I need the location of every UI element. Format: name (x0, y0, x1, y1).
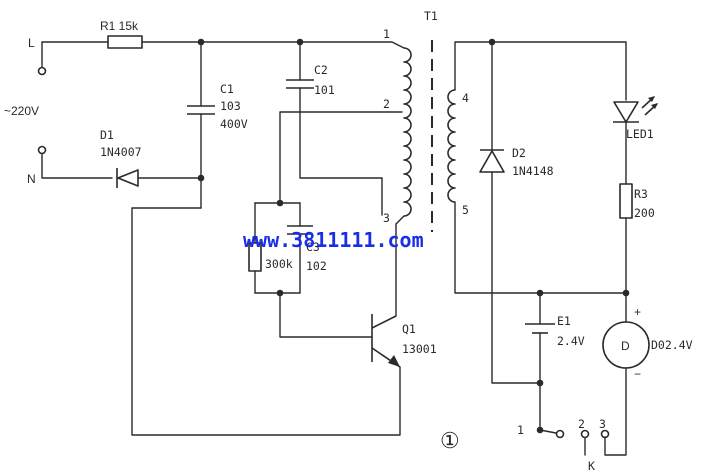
t1-pin-5: 5 (462, 203, 469, 217)
switch-pos-1: 1 (517, 423, 524, 437)
watermark-text: www.3811111.com (243, 228, 424, 252)
rc-network: 300k C3 102 (248, 202, 327, 294)
d2-model: 1N4148 (512, 164, 554, 178)
d2-name: D2 (512, 146, 526, 160)
r3-value: 200 (634, 206, 655, 220)
switch-name: K (588, 459, 595, 473)
d1-name: D1 (100, 128, 114, 142)
led1-name: LED1 (626, 127, 654, 141)
switch-contact[interactable] (555, 429, 565, 439)
c1-value: 103 (220, 99, 241, 113)
capacitor-c2: C2 101 (286, 41, 383, 216)
transformer-t1: T1 1 2 3 4 5 (383, 9, 469, 232)
switch-contact[interactable] (600, 429, 610, 439)
motor-symbol: D (621, 339, 630, 353)
r3-name: R3 (634, 187, 648, 201)
terminal-l[interactable] (37, 66, 47, 76)
c2-name: C2 (314, 63, 328, 77)
led-led1: LED1 (613, 96, 658, 185)
q1-name: Q1 (402, 322, 416, 336)
t1-secondary-winding (447, 89, 456, 203)
c1-name: C1 (220, 82, 234, 96)
figure-number: ① (440, 429, 460, 454)
switch-k[interactable]: 1 2 3 K (517, 417, 610, 473)
switch-pos-2: 2 (578, 417, 585, 431)
e1-name: E1 (557, 314, 571, 328)
resistor-r3: R3 200 (619, 183, 655, 294)
motor-label: D02.4V (651, 338, 693, 352)
battery-e1: E1 2.4V (525, 292, 585, 431)
terminal-n[interactable] (37, 145, 47, 155)
transistor-q1: Q1 13001 (371, 223, 437, 368)
line-label: L (28, 36, 35, 50)
d1-model: 1N4007 (100, 145, 142, 159)
t1-primary-winding (403, 47, 412, 217)
t1-pin-3: 3 (383, 211, 390, 225)
diode-d2: D2 1N4148 (479, 41, 554, 384)
c3-name: C3 (306, 240, 320, 254)
q1-model: 13001 (402, 342, 437, 356)
c2-value: 101 (314, 83, 335, 97)
motor-minus: − (634, 367, 641, 381)
neutral-label: N (27, 172, 36, 186)
capacitor-c1: C1 103 400V (187, 41, 248, 209)
voltage-label: ~220V (4, 104, 39, 118)
ac-input: L N ~220V (4, 36, 113, 186)
resistor-r1: R1 15k (100, 19, 143, 49)
c1-rating: 400V (220, 117, 248, 131)
switch-pos-3: 3 (599, 417, 606, 431)
t1-name: T1 (424, 9, 438, 23)
r1-label: R1 15k (100, 19, 139, 33)
t1-pin-1: 1 (383, 27, 390, 41)
junction-dot (536, 379, 544, 387)
r2-value: 300k (265, 257, 293, 271)
e1-value: 2.4V (557, 334, 585, 348)
switch-contact[interactable] (580, 429, 590, 439)
t1-pin-4: 4 (462, 91, 469, 105)
motor-d: D + − D02.4V (602, 292, 693, 456)
c3-value: 102 (306, 259, 327, 273)
diode-d1: D1 1N4007 (100, 128, 202, 188)
motor-plus: + (634, 305, 641, 319)
t1-pin-2: 2 (383, 97, 390, 111)
